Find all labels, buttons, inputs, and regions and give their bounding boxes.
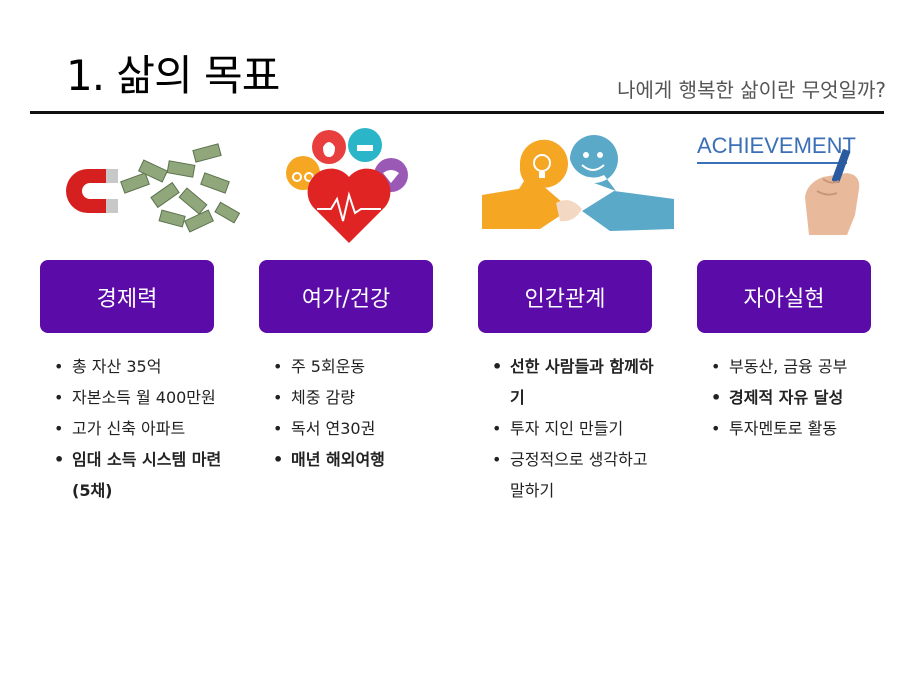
bullet-list-relationships: 선한 사람들과 함께하기 투자 지인 만들기 긍정적으로 생각하고 말하기 [492, 351, 682, 506]
bullet-list-leisure-health: 주 5회운동 체중 감량 독서 연30권 매년 해외여행 [273, 351, 463, 475]
list-item: 자본소득 월 400만원 [54, 382, 222, 413]
magnet-money-icon [66, 143, 240, 233]
label-economy: 경제력 [40, 260, 214, 333]
list-item: 부동산, 금융 공부 [711, 351, 901, 382]
list-item: 체중 감량 [273, 382, 463, 413]
label-self-actualization: 자아실현 [697, 260, 871, 333]
list-item: 주 5회운동 [273, 351, 463, 382]
bullet-list-self-actualization: 부동산, 금융 공부 경제적 자유 달성 투자멘토로 활동 [711, 351, 901, 444]
list-item: 선한 사람들과 함께하기 [492, 351, 660, 413]
list-item: 총 자산 35억 [54, 351, 244, 382]
label-leisure-health: 여가/건강 [259, 260, 433, 333]
page-title: 1. 삶의 목표 [66, 51, 280, 100]
bullet-list-economy: 총 자산 35억 자본소득 월 400만원 고가 신축 아파트 임대 소득 시스… [54, 351, 244, 506]
list-item: 긍정적으로 생각하고 말하기 [492, 444, 660, 506]
page-subtitle: 나에게 행복한 삶이란 무엇일까? [617, 78, 886, 102]
list-item: 매년 해외여행 [273, 444, 463, 475]
achievement-hand-icon: ACHIEVEMENT [697, 133, 860, 235]
list-item: 투자 지인 만들기 [492, 413, 682, 444]
list-item: 고가 신축 아파트 [54, 413, 244, 444]
heart-health-icon [286, 128, 408, 243]
list-item: 경제적 자유 달성 [711, 382, 901, 413]
title-divider [30, 111, 884, 114]
list-item: 임대 소득 시스템 마련 (5채) [54, 444, 222, 506]
handshake-icon [482, 135, 674, 231]
list-item: 독서 연30권 [273, 413, 463, 444]
achievement-text: ACHIEVEMENT [697, 133, 856, 158]
label-relationships: 인간관계 [478, 260, 652, 333]
list-item: 투자멘토로 활동 [711, 413, 901, 444]
